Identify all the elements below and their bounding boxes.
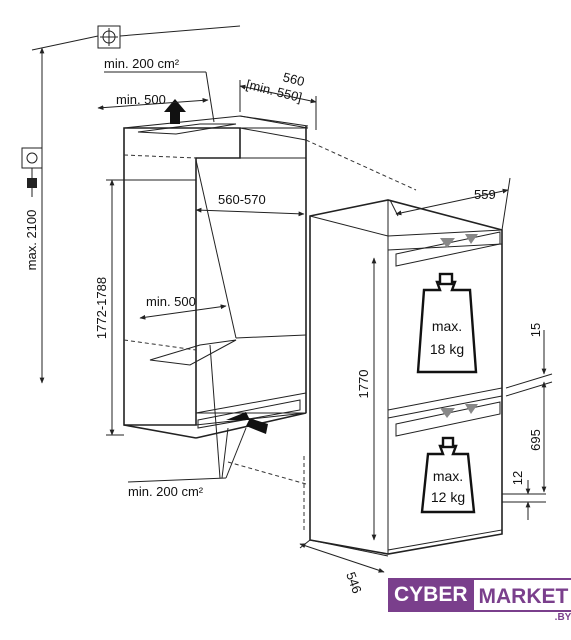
max-height-label: max. 2100 — [24, 210, 39, 271]
lower-weight-line1: max. — [433, 468, 463, 484]
power-plug-icon — [27, 168, 37, 197]
logo-tld: .BY — [554, 612, 571, 623]
niche-width-label: 560-570 — [218, 192, 266, 207]
door-gap-upper-label: 15 — [528, 323, 543, 337]
lower-weight-line2: 12 kg — [431, 489, 465, 505]
airflow-arrow-icon — [226, 412, 268, 434]
ceiling-outlet-icon — [97, 25, 121, 49]
niche-height-label: 1772-1788 — [94, 277, 109, 339]
upper-weight-line1: max. — [432, 318, 462, 334]
niche-depth-label: 560 — [281, 69, 306, 89]
vent-bottom-label: min. 200 cm² — [128, 484, 204, 499]
inner-opening-depth-label: min. 500 — [146, 294, 196, 309]
vent-top-label: min. 200 cm² — [104, 56, 180, 71]
logo-part2-text: MARKET — [478, 585, 569, 608]
wall-socket-icon — [21, 147, 43, 169]
appliance-depth-label: 546 — [343, 570, 365, 596]
door-gap-lower-label: 12 — [510, 471, 525, 485]
cybermarket-logo: CYBER MARKET .BY — [388, 578, 571, 623]
airflow-arrow-icon — [164, 99, 186, 124]
weight-icon — [420, 436, 476, 514]
upper-weight-line2: 18 kg — [430, 341, 464, 357]
lower-door-height-label: 695 — [528, 429, 543, 451]
appliance-width-label: 559 — [474, 187, 496, 202]
logo-part1: CYBER — [388, 578, 474, 612]
appliance-height-label: 1770 — [356, 370, 371, 399]
weight-icon — [416, 272, 478, 374]
logo-part2: MARKET .BY — [473, 578, 571, 623]
niche-cabinet — [123, 115, 309, 439]
